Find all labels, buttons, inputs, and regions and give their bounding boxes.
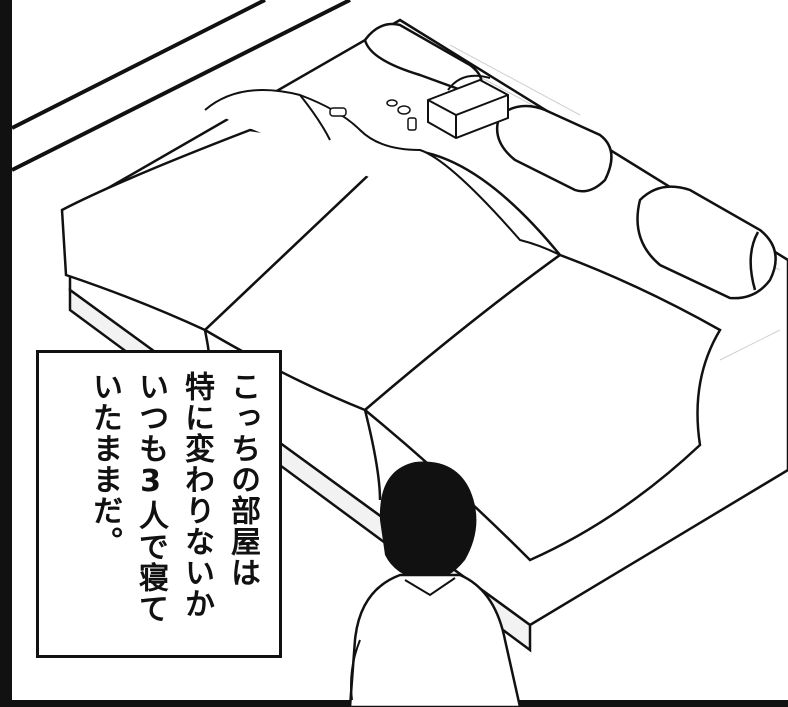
person-shirt — [348, 573, 522, 707]
caption-line-1: こっちの部屋は — [225, 371, 260, 588]
tissue-box-icon — [427, 74, 509, 140]
pillow-right — [636, 185, 777, 300]
caption-line-3: いつも3人で寝て — [133, 371, 168, 624]
blanket-folds — [204, 89, 561, 256]
room-corner-lines — [11, 0, 351, 172]
caption-line-4: いたままだ。 — [87, 371, 122, 557]
caption-line-2: 特に変わりないか — [179, 371, 214, 619]
person-hair — [379, 461, 477, 581]
scattered-items — [329, 99, 417, 131]
person-icon — [348, 461, 522, 707]
pillow-middle — [495, 104, 613, 193]
panel-left-border — [0, 0, 12, 707]
narration-box: こっちの部屋は 特に変わりないか いつも3人で寝て いたままだ。 — [36, 350, 282, 658]
